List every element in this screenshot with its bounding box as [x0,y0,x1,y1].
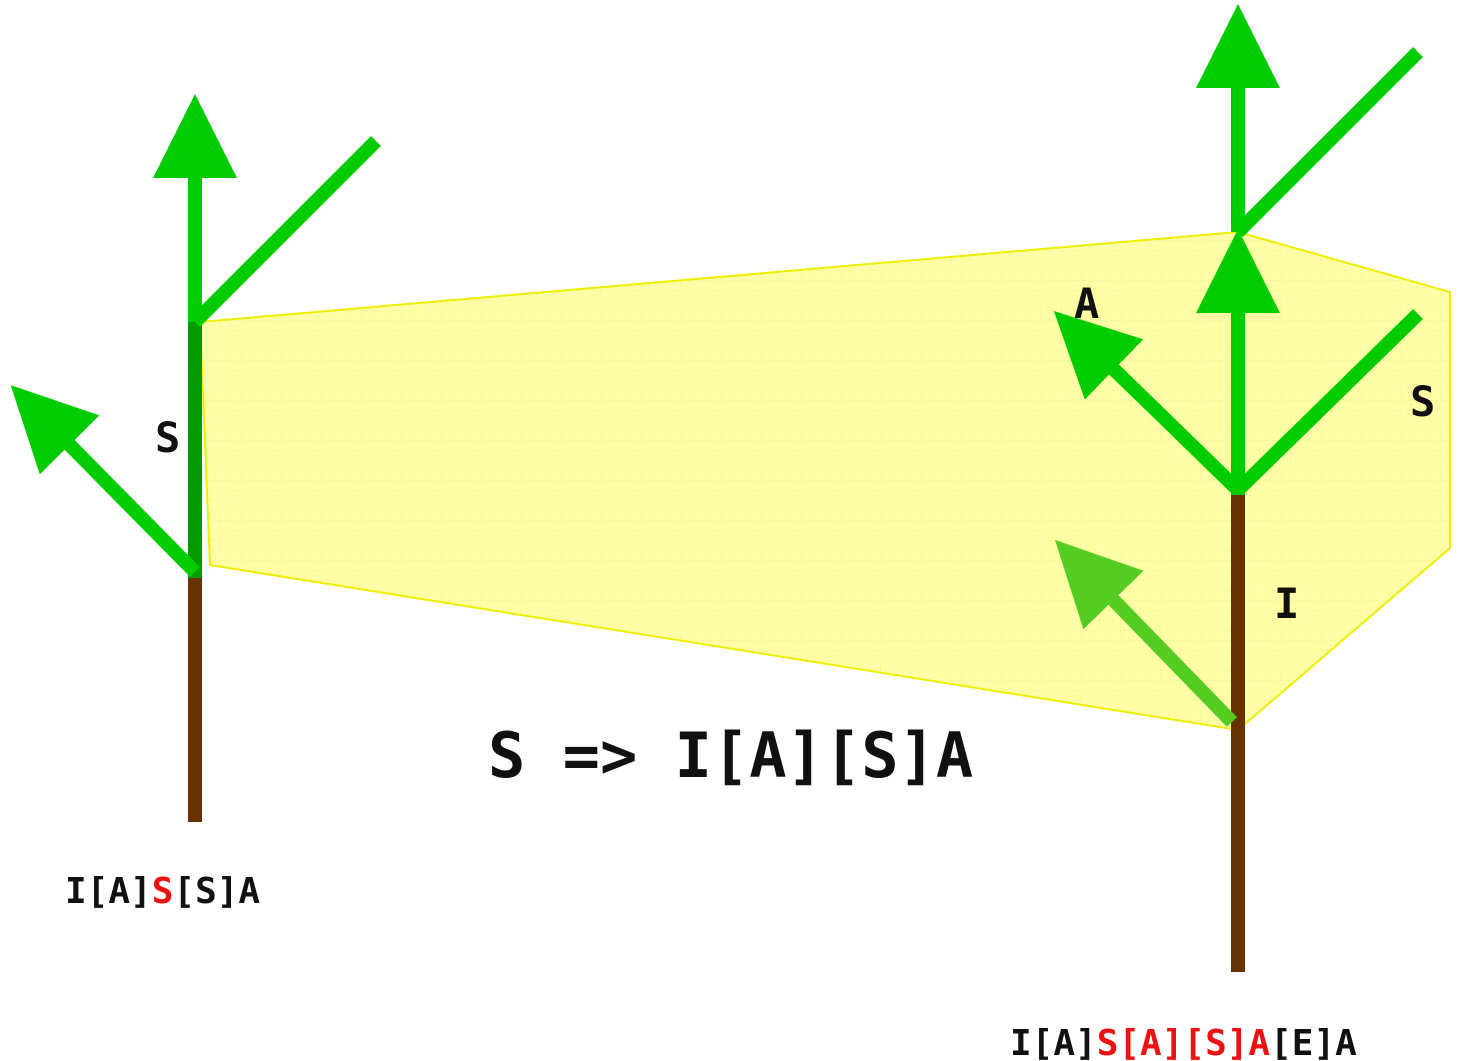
left-tree-string: I[A]S[S]A [65,871,260,912]
left-tree [10,94,381,822]
expansion-highlight-region [198,230,1451,732]
left-upper-right-branch [190,136,381,327]
right-label-a: A [1074,279,1099,328]
left-string-part-1: S [152,871,174,912]
right-a-arrow [1053,310,1243,496]
left-string-part-0: I[A] [65,871,152,912]
production-rule: S => I[A][S]A [488,719,973,792]
right-string-part-0: I[A] [1010,1023,1097,1061]
left-string-part-2: [S]A [173,871,260,912]
right-string-part-2: [E]A [1270,1023,1357,1061]
right-tree-string: I[A]S[A][S]A[E]A [1010,1023,1357,1061]
right-s-branch [1233,308,1423,496]
left-lower-arrow [10,385,200,577]
right-tree [1053,4,1423,972]
right-faded-arrow [1054,539,1238,727]
right-top-right-branch [1233,47,1423,237]
right-string-part-1: S[A][S]A [1097,1023,1271,1061]
right-label-i: I [1274,579,1299,628]
right-label-s: S [1410,377,1435,426]
left-segment-label: S [155,413,180,462]
